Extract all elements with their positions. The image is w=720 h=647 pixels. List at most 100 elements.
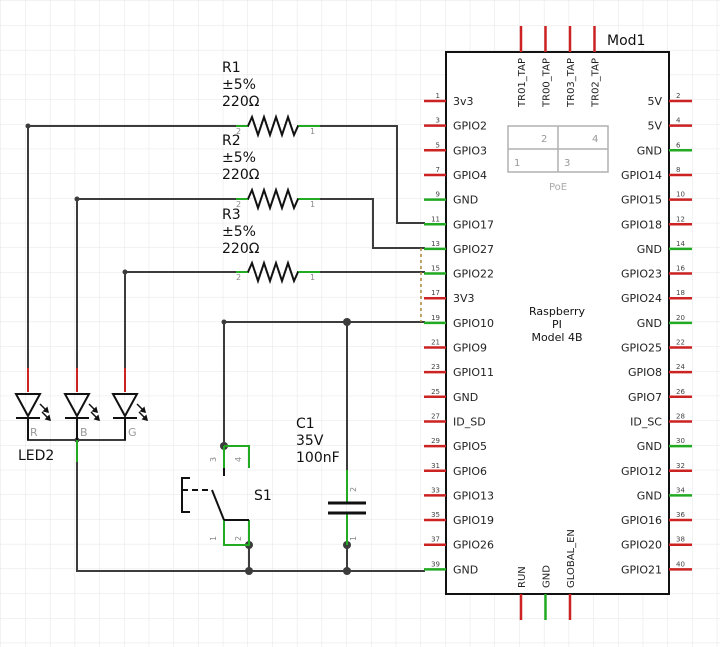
resistor-value: 220Ω bbox=[222, 94, 260, 110]
pin-number: 5 bbox=[436, 141, 440, 149]
module-top-pin[interactable]: TR03_TAP bbox=[566, 26, 577, 108]
pin-name: 3V3 bbox=[453, 292, 475, 305]
module-bottom-pin[interactable]: GND bbox=[542, 565, 553, 620]
light-arrows-icon bbox=[39, 403, 149, 422]
resistor-ref: R1 bbox=[222, 60, 241, 76]
diode-triangle bbox=[63, 393, 91, 419]
capacitor-voltage: 35V bbox=[296, 433, 324, 449]
module-top-pin[interactable]: TR02_TAP bbox=[591, 26, 602, 108]
switch-pin-label: 4 bbox=[234, 457, 243, 462]
module-ref: Mod1 bbox=[607, 33, 645, 49]
pin-name: TR01_TAP bbox=[517, 58, 528, 108]
pin-name: GPIO12 bbox=[621, 465, 662, 478]
module-pin-2[interactable]: 25V bbox=[647, 92, 692, 108]
raspberry-pi-module[interactable]: Mod1 Raspberry PI Model 4B 1 2 3 4 PoE 1… bbox=[424, 26, 692, 620]
switch-pin-label: 1 bbox=[209, 536, 218, 541]
pin-number: 7 bbox=[436, 166, 440, 174]
capacitor[interactable]: 2 1 C1 35V 100nF bbox=[296, 416, 366, 545]
module-pin-34[interactable]: 34 GND bbox=[637, 486, 692, 502]
pin-name: GND bbox=[637, 489, 662, 502]
pin-number: 29 bbox=[431, 437, 440, 445]
pin-number: 34 bbox=[676, 486, 685, 494]
pin-number: 18 bbox=[676, 289, 685, 297]
pin-name: GPIO27 bbox=[453, 243, 494, 256]
junction-dot bbox=[343, 567, 351, 575]
led-rgb[interactable]: R B G LED2 bbox=[14, 368, 149, 464]
pin-number: 24 bbox=[676, 363, 685, 371]
pin-name: 3v3 bbox=[453, 95, 474, 108]
module-pin-4[interactable]: 45V bbox=[647, 117, 692, 133]
pin-number: 2 bbox=[676, 92, 680, 100]
pin-number: 19 bbox=[431, 314, 440, 322]
led-channel-label: B bbox=[80, 426, 88, 439]
pin-name: TR00_TAP bbox=[542, 58, 553, 108]
module-pin-1[interactable]: 1 3v3 bbox=[424, 92, 474, 108]
module-top-pin[interactable]: TR01_TAP bbox=[517, 26, 528, 108]
switch-pin-label: 3 bbox=[209, 457, 218, 462]
led-ref: LED2 bbox=[18, 448, 54, 464]
resistor-r1[interactable]: 2 1 R1 ±5% 220Ω bbox=[222, 60, 320, 139]
pin-number: 31 bbox=[431, 462, 440, 470]
module-bottom-pin[interactable]: RUN bbox=[517, 566, 528, 620]
resistor-ref: R2 bbox=[222, 133, 241, 149]
junction-dot bbox=[221, 319, 227, 325]
pin-number: 21 bbox=[431, 339, 440, 347]
module-pin-24[interactable]: 24 GPIO8 bbox=[628, 363, 692, 379]
pin-number: 25 bbox=[431, 388, 440, 396]
resistor-r2[interactable]: 2 1 R2 ±5% 220Ω bbox=[222, 133, 320, 212]
capacitor-pin-label: 1 bbox=[349, 536, 358, 541]
pin-name: GPIO8 bbox=[628, 366, 662, 379]
pushbutton-switch[interactable]: 3 4 1 2 S1 bbox=[181, 445, 272, 546]
module-bottom-pin[interactable]: GLOBAL_EN bbox=[566, 529, 577, 620]
pin-number: 1 bbox=[436, 92, 440, 100]
pin-name: GPIO23 bbox=[621, 268, 662, 281]
capacitor-ref: C1 bbox=[296, 416, 315, 432]
pin-name: GPIO19 bbox=[453, 514, 494, 527]
pin-name: GND bbox=[453, 194, 478, 207]
switch-lever bbox=[211, 489, 225, 521]
pin-name: GND bbox=[542, 565, 553, 588]
module-top-pin[interactable]: TR00_TAP bbox=[542, 26, 553, 108]
top-pin-row: TR01_TAP TR00_TAP TR03_TAP TR02_TAP bbox=[517, 26, 602, 108]
pin-number: 38 bbox=[676, 536, 685, 544]
capacitor-pin-label: 2 bbox=[349, 487, 358, 492]
led-channel-label: G bbox=[128, 426, 137, 439]
pin-name: GND bbox=[453, 391, 478, 404]
module-pin-25[interactable]: 25 GND bbox=[424, 388, 478, 404]
resistor-r3[interactable]: 2 1 R3 ±5% 220Ω bbox=[222, 207, 320, 285]
